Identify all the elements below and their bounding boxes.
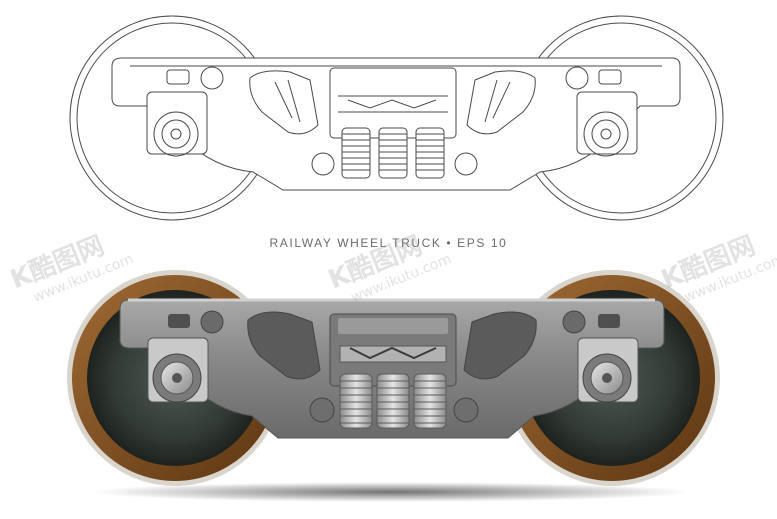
left-axle-box [147,310,224,403]
right-axle-box [562,310,639,403]
spring-group [339,373,447,429]
outline-spring-group [341,127,445,179]
outline-left-axle-box [146,66,224,157]
outline-wheel-truck [69,15,724,221]
outline-right-axle-box [565,66,638,157]
colored-wheel-truck [67,270,720,502]
ground-shadow [90,482,690,502]
caption-text: RAILWAY WHEEL TRUCK • EPS 10 [269,236,508,250]
